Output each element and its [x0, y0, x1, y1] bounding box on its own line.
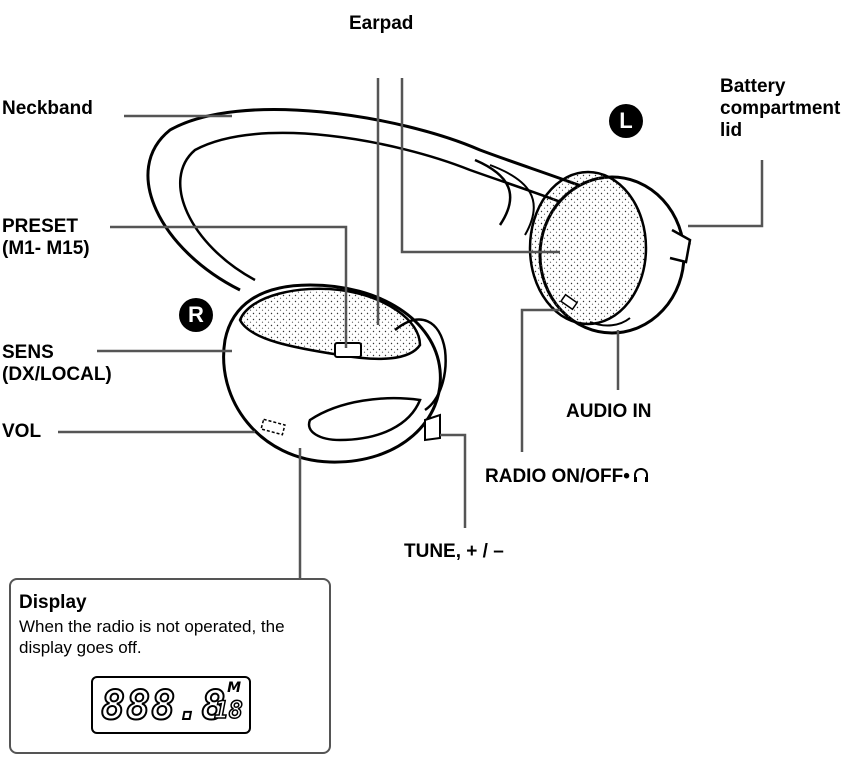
headphone-icon: [633, 467, 648, 482]
right-earpad: [238, 287, 422, 361]
label-sens-line2: (DX/LOCAL): [2, 364, 112, 385]
label-vol: VOL: [2, 421, 42, 442]
label-audio-in: AUDIO IN: [566, 401, 652, 422]
label-sens-line1: SENS: [2, 342, 54, 363]
label-tune: TUNE, + / –: [404, 541, 504, 562]
lcd-digits: 888.8: [100, 682, 227, 730]
label-sens: SENS (DX/LOCAL): [2, 342, 112, 386]
label-radio-onoff: RADIO ON/OFF•: [485, 466, 650, 488]
display-title: Display: [19, 592, 87, 613]
label-battery-line2: compartment: [720, 98, 841, 119]
label-preset: PRESET (M1- M15): [2, 216, 90, 260]
display-callout: Display When the radio is not operated, …: [9, 578, 331, 754]
leader-preset: [110, 225, 348, 348]
label-neckband: Neckband: [2, 98, 93, 119]
right-side-badge: R: [179, 298, 213, 332]
label-preset-line1: PRESET: [2, 216, 79, 237]
label-battery-lid: Battery compartment lid: [720, 76, 840, 142]
lcd-preset-number: 18: [213, 695, 243, 725]
left-earpad: [528, 170, 648, 326]
leader-tune: [440, 433, 467, 528]
lcd-m-indicator: M: [227, 680, 241, 696]
leader-radio: [520, 308, 560, 452]
leader-earpad-2: [400, 78, 560, 254]
label-battery-line3: lid: [720, 120, 743, 141]
label-earpad: Earpad: [349, 13, 414, 34]
label-radio-text: RADIO ON/OFF•: [485, 466, 630, 487]
leader-battery: [688, 160, 764, 228]
display-description: When the radio is not operated, the disp…: [19, 617, 285, 657]
label-preset-line2: (M1- M15): [2, 238, 90, 259]
lcd-display: 888.8 M 18: [91, 676, 251, 734]
left-side-badge: L: [609, 104, 643, 138]
label-battery-line1: Battery: [720, 76, 786, 97]
